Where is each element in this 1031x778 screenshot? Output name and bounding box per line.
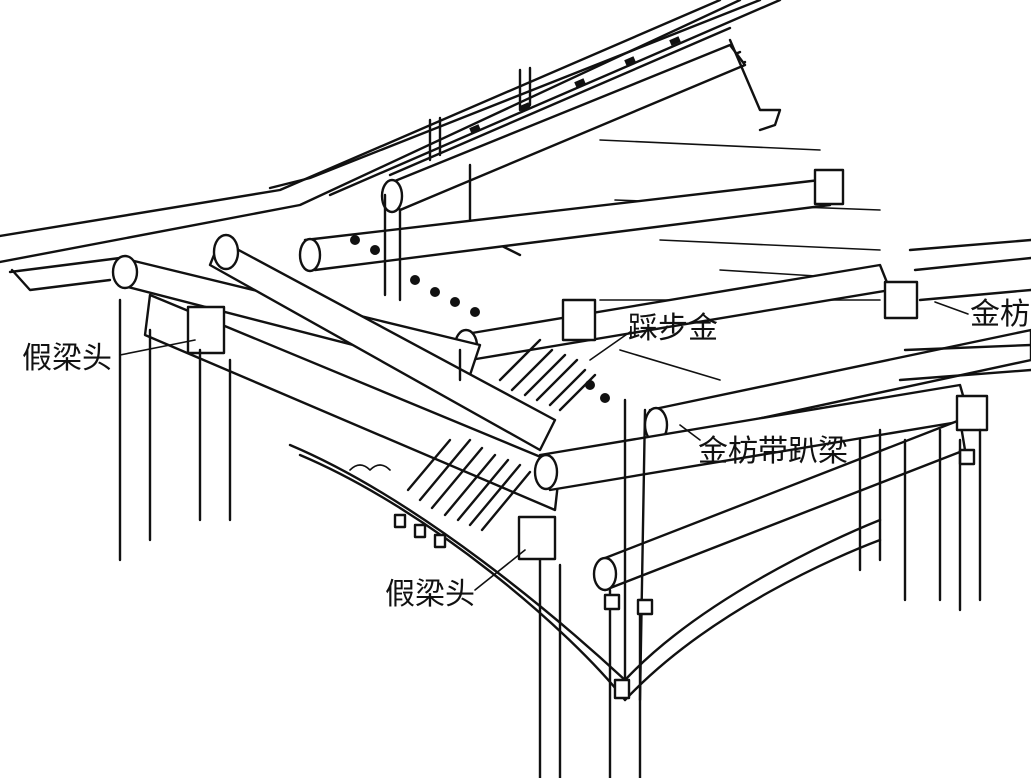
label-jin-fang-dai-pa-liang: 金枋带趴梁 — [698, 434, 848, 469]
jin-fang-beam — [643, 238, 1031, 444]
left-main-log — [111, 233, 562, 562]
bolts — [350, 235, 610, 403]
posts — [383, 193, 982, 778]
rafters-lower — [406, 438, 532, 532]
label-jia-liang-tou-left: 假梁头 — [22, 341, 112, 376]
leader-lines — [119, 301, 969, 591]
roof-slope — [0, 0, 782, 292]
label-cai-bu-jin: 踩步金 — [628, 311, 718, 346]
eave-curve — [288, 443, 882, 702]
label-jia-liang-tou-bottom: 假梁头 — [385, 577, 475, 612]
front-corner-assembly — [517, 383, 989, 592]
label-jin-fang: 金枋 — [970, 297, 1030, 332]
